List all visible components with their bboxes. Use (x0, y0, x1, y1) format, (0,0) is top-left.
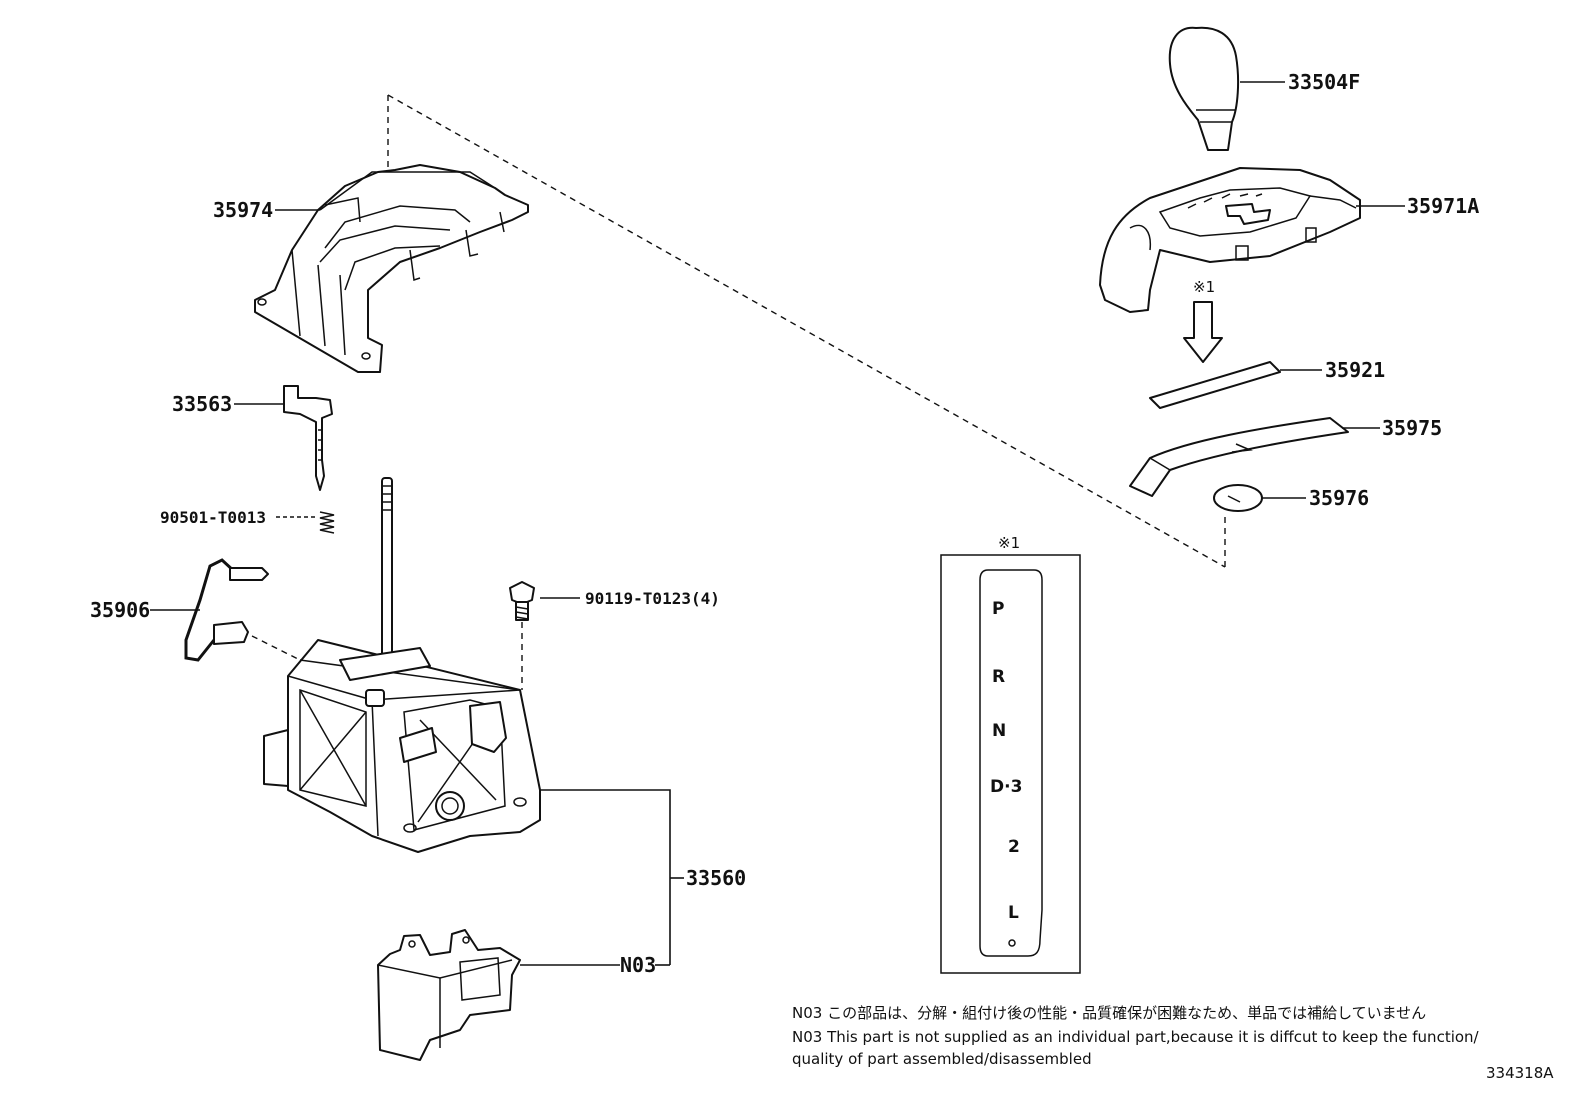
label-N03: N03 (620, 953, 656, 977)
part-35906-wire-harness (184, 558, 269, 662)
note-english-1: N03 This part is not supplied as an indi… (792, 1028, 1480, 1046)
label-35975: 35975 (1382, 416, 1442, 440)
part-35975-slide-cover (1129, 417, 1349, 497)
part-33504F-shift-knob (1168, 26, 1240, 151)
inset-title: ※1 (998, 534, 1020, 552)
inset-frame (940, 554, 1081, 974)
gear-2: 2 (1008, 837, 1020, 857)
bracket-33560 (540, 789, 671, 965)
part-N03-bracket (377, 929, 521, 1061)
part-90501-spring (319, 511, 335, 534)
label-33504F: 33504F (1288, 70, 1360, 94)
label-35906: 35906 (90, 598, 150, 622)
part-35971A-console-cover (1099, 167, 1361, 313)
part-35974-housing-cover (254, 164, 529, 373)
label-33563: 33563 (172, 392, 232, 416)
label-35971A: 35971A (1407, 194, 1479, 218)
part-33560-shift-lever-assembly (263, 477, 541, 853)
gear-L: L (1008, 903, 1019, 923)
label-90501: 90501-T0013 (160, 508, 266, 527)
label-90119: 90119-T0123(4) (585, 589, 720, 608)
figure-id: 334318A (1486, 1064, 1554, 1082)
connector-dash (251, 635, 301, 661)
gear-N: N (992, 721, 1006, 741)
cap-detail (1227, 495, 1241, 503)
note-english-2: quality of part assembled/disassembled (792, 1050, 1092, 1068)
down-arrow-icon (1183, 301, 1223, 363)
alignment-dash-diagonal (387, 94, 1226, 568)
gear-P: P (992, 599, 1004, 619)
part-90119-bolt (509, 581, 535, 621)
part-35976-cap (1213, 484, 1263, 512)
part-35921-indicator-plate (1149, 361, 1281, 409)
gear-plate (979, 569, 1043, 957)
label-35976: 35976 (1309, 486, 1369, 510)
label-35921: 35921 (1325, 358, 1385, 382)
part-33563-lever-pin (283, 385, 333, 491)
label-33560: 33560 (686, 866, 746, 890)
gear-R: R (992, 667, 1005, 687)
label-35974: 35974 (213, 198, 273, 222)
note-japanese: N03 この部品は、分解・組付け後の性能・品質確保が困難なため、単品では補給して… (792, 1004, 1426, 1022)
ref-mark-1: ※1 (1193, 278, 1215, 296)
gear-L-dot (1008, 939, 1016, 947)
gear-D3: D·3 (990, 777, 1022, 797)
inset-gear-indicator: ※1 P R N D·3 2 L (940, 534, 1081, 974)
